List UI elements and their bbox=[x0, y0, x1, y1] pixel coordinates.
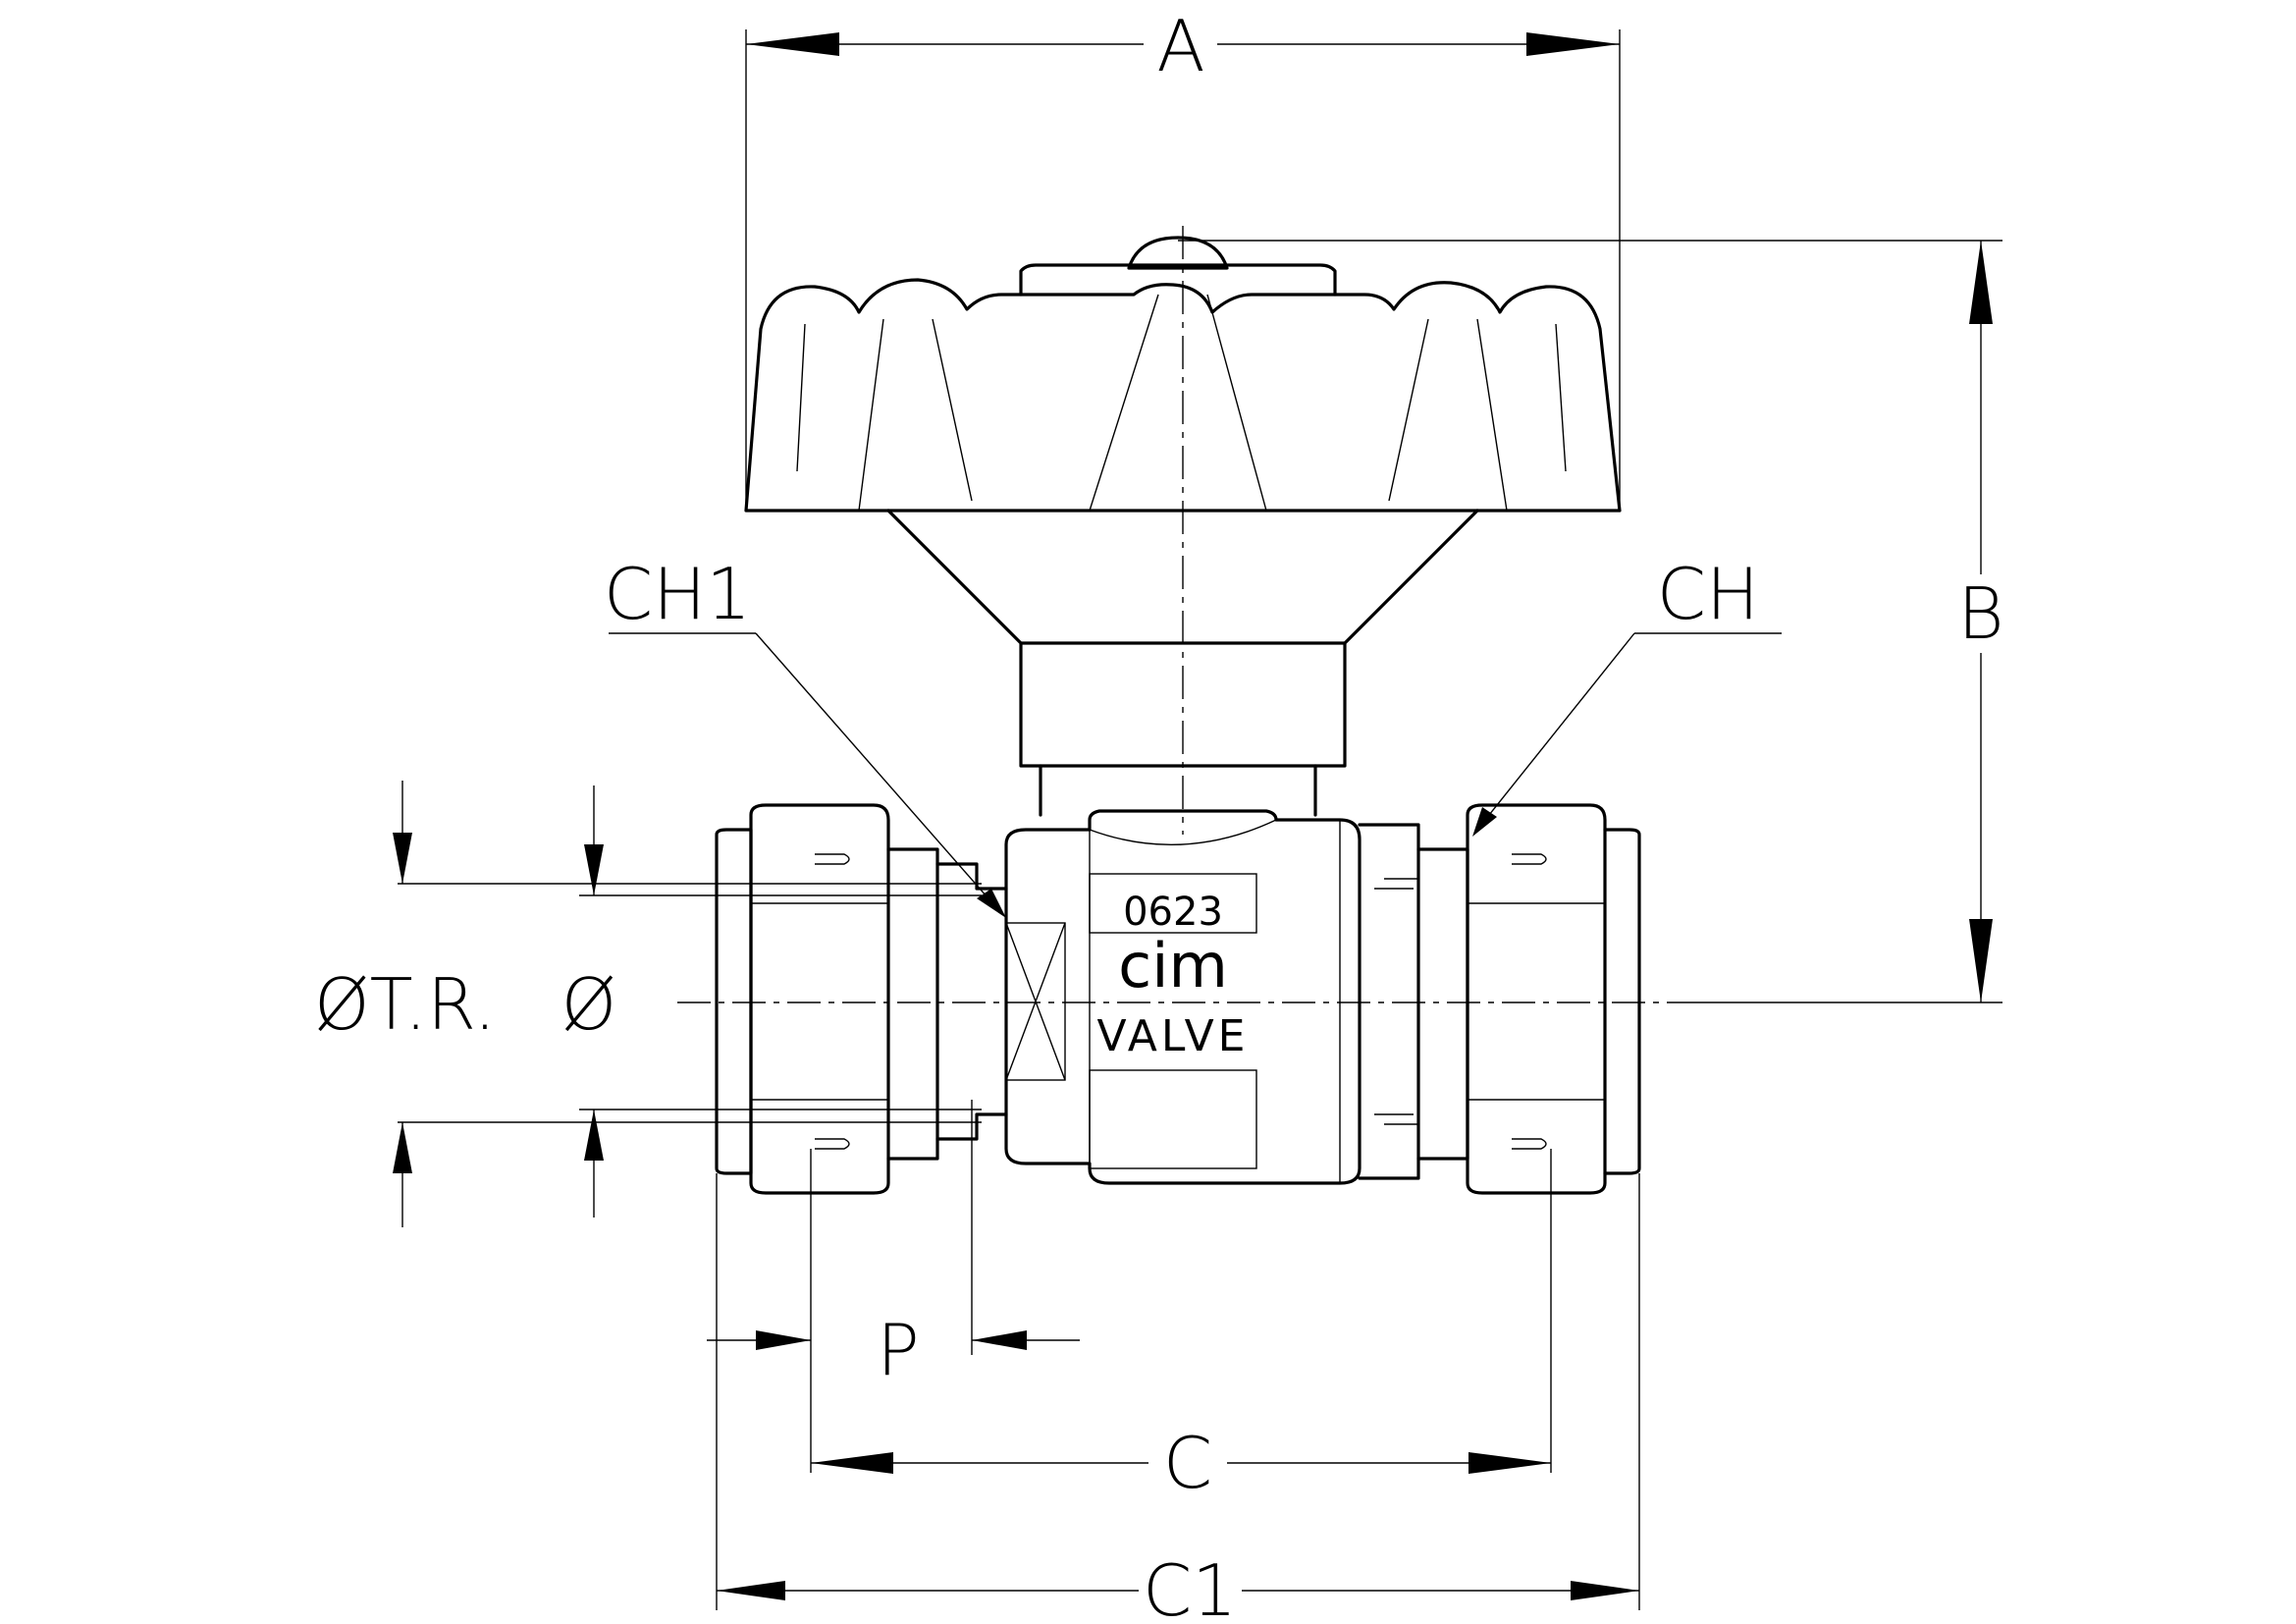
dim-a-arrow-left bbox=[746, 32, 839, 56]
handwheel-outline bbox=[744, 278, 1622, 513]
dim-p-arrow-right bbox=[972, 1330, 1027, 1350]
dim-c-label: C bbox=[1163, 1422, 1212, 1504]
handwheel-cap bbox=[1019, 263, 1337, 297]
marking-code: 0623 bbox=[1123, 890, 1223, 935]
diameter-dimensions: ØT.R. Ø bbox=[314, 781, 982, 1227]
dim-a-label: A bbox=[1156, 5, 1204, 87]
handwheel-hub bbox=[886, 509, 1479, 768]
ch1-arrow bbox=[977, 889, 1006, 918]
diam-tr-label: ØT.R. bbox=[314, 963, 496, 1046]
od-arrow-top bbox=[393, 833, 412, 884]
dim-c1-arrow-left bbox=[717, 1581, 785, 1600]
dim-b-label: B bbox=[1957, 572, 2003, 655]
marking-plate-top bbox=[1089, 873, 1257, 934]
center-lines bbox=[677, 226, 1688, 1003]
right-pipe-stub bbox=[1603, 828, 1641, 1175]
right-body-neck bbox=[1358, 823, 1420, 1180]
marking-plate-bottom bbox=[1089, 1069, 1257, 1169]
od-arrow-bottom bbox=[393, 1122, 412, 1173]
dimension-c1: C1 bbox=[716, 1173, 1640, 1624]
ch1-label: CH1 bbox=[604, 553, 751, 635]
left-fitting bbox=[715, 803, 1008, 1195]
ch-leader bbox=[1476, 632, 1635, 831]
right-hidden-groove bbox=[1512, 853, 1547, 1150]
dimension-a: A bbox=[745, 5, 1621, 511]
body-outline bbox=[1004, 809, 1362, 1185]
handwheel bbox=[744, 236, 1622, 817]
dim-p-label: P bbox=[877, 1309, 919, 1391]
dim-c-arrow-left bbox=[811, 1452, 893, 1474]
ch-arrow bbox=[1472, 807, 1497, 837]
cap-screw-head bbox=[1127, 236, 1229, 270]
body-markings: 0623 cim VALVE bbox=[1097, 890, 1250, 1061]
callout-ch: CH bbox=[1472, 553, 1782, 837]
callout-ch1: CH1 bbox=[604, 553, 1006, 918]
body-top-curve bbox=[1089, 819, 1277, 845]
dimension-b: B bbox=[1178, 240, 2004, 1003]
left-olive bbox=[886, 847, 939, 1161]
marking-valve: VALVE bbox=[1097, 1011, 1250, 1061]
dim-c1-arrow-right bbox=[1571, 1581, 1639, 1600]
id-arrow-top bbox=[584, 844, 604, 895]
dim-b-arrow-bottom bbox=[1969, 919, 1993, 1002]
flat-square bbox=[1005, 922, 1066, 1081]
ch1-leader bbox=[755, 632, 1002, 914]
ch-label: CH bbox=[1657, 553, 1759, 635]
dim-p-arrow-left bbox=[756, 1330, 811, 1350]
diam-label: Ø bbox=[561, 963, 617, 1046]
valve-body bbox=[1004, 809, 1362, 1185]
dim-b-arrow-top bbox=[1969, 241, 1993, 324]
stem bbox=[1039, 764, 1317, 817]
right-nut bbox=[1466, 803, 1607, 1195]
dim-a-arrow-right bbox=[1526, 32, 1620, 56]
right-fitting bbox=[1358, 803, 1641, 1195]
id-arrow-bottom bbox=[584, 1110, 604, 1161]
right-olive bbox=[1416, 847, 1469, 1161]
handwheel-flute-lines bbox=[796, 294, 1567, 512]
dimension-p: P bbox=[707, 1100, 1080, 1473]
dim-c1-label: C1 bbox=[1143, 1549, 1237, 1624]
left-nut bbox=[749, 803, 890, 1195]
dim-c-arrow-right bbox=[1468, 1452, 1551, 1474]
dimension-c: C bbox=[811, 1149, 1552, 1504]
flat-square-cross bbox=[1005, 922, 1066, 1081]
right-hidden-lines bbox=[1374, 878, 1418, 1125]
marking-brand: cim bbox=[1118, 930, 1228, 1001]
left-hidden-groove bbox=[815, 853, 850, 1150]
